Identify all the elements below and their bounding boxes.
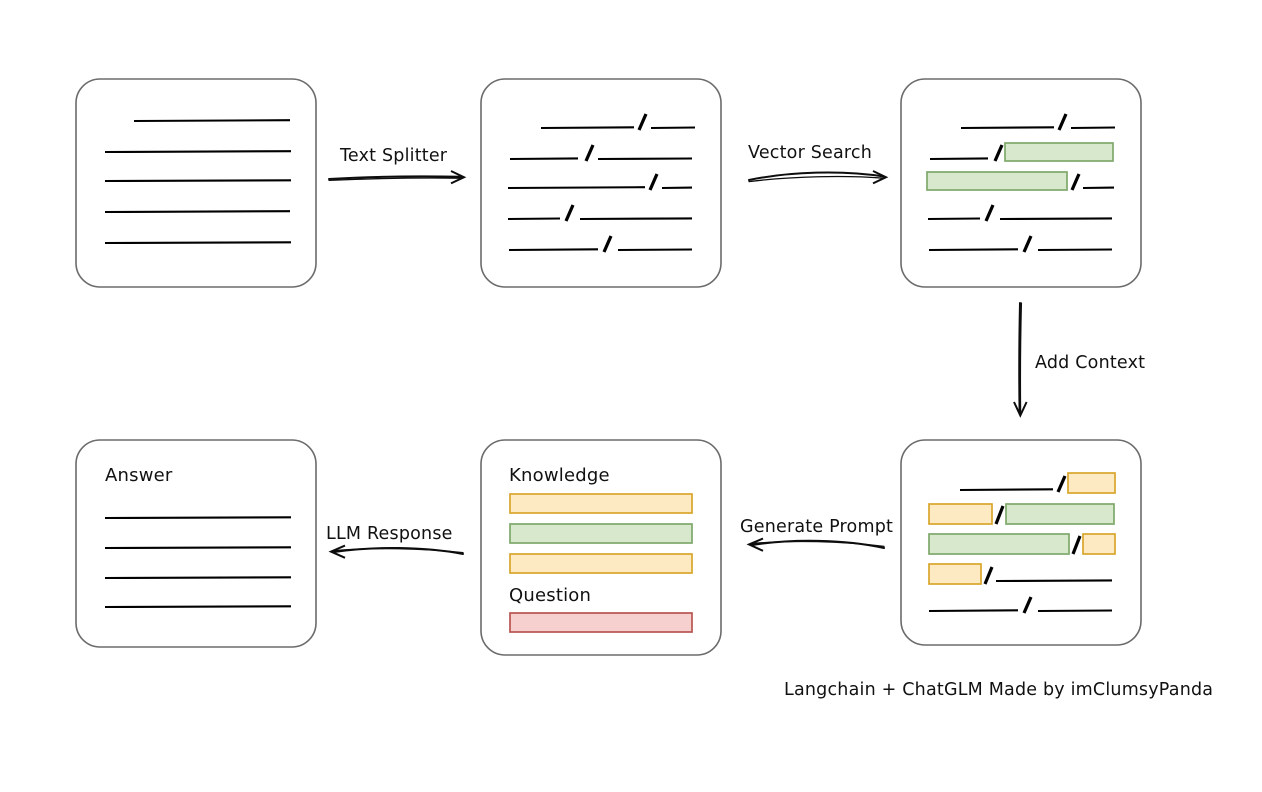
- edge-label-text-splitter: Text Splitter: [340, 146, 448, 166]
- source-document-lines: [104, 119, 292, 245]
- context-chunk-yellow[interactable]: [1082, 533, 1116, 555]
- edge-generate-prompt: [746, 537, 885, 552]
- answer-label: Answer: [105, 465, 173, 486]
- knowledge-bar-yellow[interactable]: [509, 493, 693, 514]
- edge-label-generate-prompt: Generate Prompt: [740, 517, 894, 537]
- context-document-node[interactable]: [900, 439, 1142, 646]
- matched-chunk-green[interactable]: [926, 171, 1068, 191]
- split-document-lines: [507, 113, 696, 253]
- vector-matched-document-lines: [926, 113, 1116, 253]
- answer-box[interactable]: [75, 439, 317, 648]
- source-document-node[interactable]: [75, 78, 317, 288]
- vector-matched-document-node[interactable]: [900, 78, 1142, 288]
- split-document-node[interactable]: [480, 78, 722, 288]
- source-document-box[interactable]: [75, 78, 317, 288]
- context-chunk-yellow[interactable]: [928, 563, 982, 585]
- question-label: Question: [509, 585, 592, 606]
- knowledge-label: Knowledge: [509, 465, 610, 486]
- edge-add-context: [1013, 302, 1028, 418]
- edge-label-vector-search: Vector Search: [748, 143, 873, 163]
- context-document-lines: [928, 472, 1116, 614]
- answer-lines: [104, 516, 292, 609]
- footer-credit: Langchain + ChatGLM Made by imClumsyPand…: [784, 680, 1214, 700]
- edge-llm-response: [328, 544, 464, 559]
- knowledge-bar-yellow[interactable]: [509, 553, 693, 574]
- matched-chunk-green[interactable]: [1004, 142, 1114, 162]
- context-chunk-yellow[interactable]: [928, 503, 993, 525]
- edge-text-splitter: [328, 170, 467, 185]
- context-chunk-yellow[interactable]: [1067, 472, 1116, 494]
- question-bars: [509, 612, 693, 633]
- edge-vector-search: [748, 170, 889, 185]
- matched-chunk-green[interactable]: [928, 533, 1070, 555]
- split-document-box[interactable]: [480, 78, 722, 288]
- prompt-box-node[interactable]: [480, 439, 722, 656]
- question-bar-red[interactable]: [509, 612, 693, 633]
- edge-label-add-context: Add Context: [1035, 353, 1146, 373]
- edge-label-llm-response: LLM Response: [326, 524, 453, 544]
- matched-chunk-green[interactable]: [1005, 503, 1115, 525]
- knowledge-bar-green[interactable]: [509, 523, 693, 544]
- knowledge-bars: [509, 493, 693, 574]
- answer-node[interactable]: [75, 439, 317, 648]
